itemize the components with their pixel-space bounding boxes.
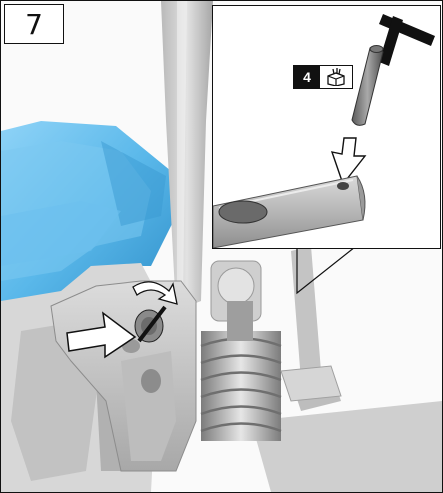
pin-insertion-detail — [213, 14, 435, 248]
roll-pin — [351, 46, 384, 126]
detail-inset — [212, 5, 441, 249]
push-arrow-icon — [66, 311, 137, 359]
rotate-arrow-icon — [132, 281, 178, 305]
quantity-label: 4 — [294, 66, 320, 88]
hammer-icon — [379, 14, 435, 66]
callout-leader — [296, 246, 356, 295]
parts-box-icon — [320, 66, 352, 88]
insert-arrow-icon — [330, 137, 367, 186]
step-number: 7 — [4, 4, 64, 44]
quantity-badge: 4 — [293, 65, 353, 89]
pin-shaft — [137, 305, 167, 343]
tow-handle — [161, 1, 213, 311]
